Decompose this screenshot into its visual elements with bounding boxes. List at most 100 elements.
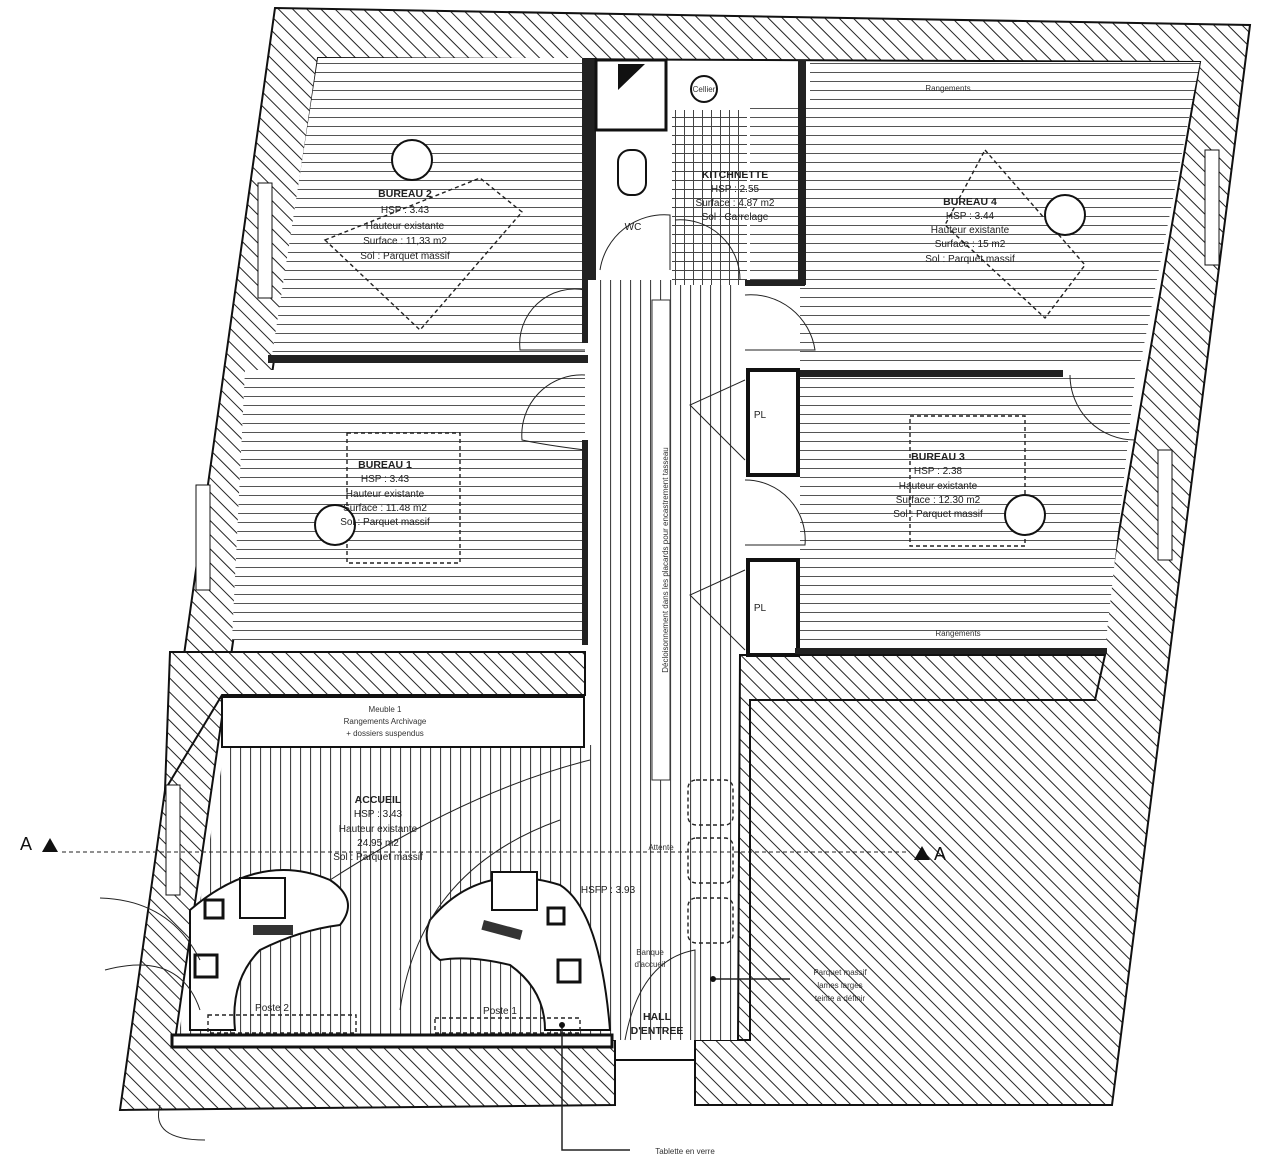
- cellier-circle: [690, 75, 718, 103]
- svg-text:HSP : 3.43: HSP : 3.43: [381, 205, 430, 216]
- svg-text:Hauteur existante: Hauteur existante: [931, 225, 1010, 236]
- meuble-archivage: [221, 696, 585, 748]
- svg-text:Surface : 15 m2: Surface : 15 m2: [935, 239, 1006, 250]
- pl2-box: [746, 558, 800, 657]
- label-rangements-bottom: Rangements: [935, 629, 980, 638]
- svg-text:HSP : 3.43: HSP : 3.43: [354, 809, 403, 820]
- label-hall: HALL D'ENTREE: [631, 1011, 684, 1037]
- label-bureau2: BUREAU 2 HSP : 3.43 Hauteur existante Su…: [360, 188, 450, 262]
- waiting-seat: [687, 897, 734, 944]
- phone: [203, 898, 225, 920]
- door-bureau2[interactable]: [519, 288, 586, 351]
- label-bureau4: BUREAU 4 HSP : 3.44 Hauteur existante Su…: [925, 196, 1015, 265]
- svg-text:Meuble 1: Meuble 1: [369, 705, 402, 714]
- svg-text:Hauteur existante: Hauteur existante: [339, 824, 418, 835]
- door-pl1[interactable]: [689, 379, 746, 461]
- door-entrance[interactable]: [624, 949, 696, 1041]
- svg-text:Surface : 4.87 m2: Surface : 4.87 m2: [696, 198, 775, 209]
- wc-wall: [588, 58, 596, 280]
- outline-arc: [399, 819, 561, 1011]
- outline-arc: [329, 759, 591, 881]
- svg-text:+ dossiers suspendus: + dossiers suspendus: [346, 729, 424, 738]
- label-attente: Attente: [648, 843, 674, 852]
- leader-dot: [559, 1022, 565, 1028]
- desk-bureau3: [909, 415, 1026, 547]
- wall-lower-right-room-top: [736, 654, 1107, 1041]
- phone: [546, 906, 566, 926]
- svg-text:Surface : 11.48 m2: Surface : 11.48 m2: [343, 503, 427, 514]
- label-accueil: ACCUEIL HSP : 3.43 Hauteur existante 24.…: [333, 794, 423, 863]
- cellier-label: Cellier: [693, 85, 716, 94]
- chair-poste2: [239, 877, 286, 919]
- label-hsfp: HSFP : 3.93: [581, 885, 636, 896]
- svg-text:Surface : 12.30 m2: Surface : 12.30 m2: [896, 495, 981, 506]
- wc-toilet: [617, 149, 647, 196]
- label-banque: Banque d'accueil: [635, 948, 666, 969]
- svg-text:Banque: Banque: [636, 948, 664, 957]
- label-rangements-top: Rangements: [925, 84, 970, 93]
- accueil-bottom-sill: [170, 1033, 614, 1049]
- door-kitchen[interactable]: [674, 219, 741, 281]
- door-bureau3[interactable]: [744, 479, 806, 546]
- label-meuble: Meuble 1 Rangements Archivage + dossiers…: [344, 705, 427, 738]
- partition-b1-corridor: [582, 440, 588, 645]
- bureau2-floor: [272, 58, 585, 355]
- svg-text:teinte a définir: teinte a définir: [815, 994, 866, 1003]
- leader-tablette: [561, 1025, 630, 1151]
- svg-text:HALL: HALL: [643, 1011, 672, 1023]
- outline-arc: [104, 964, 201, 1011]
- svg-text:Rangements Archivage: Rangements Archivage: [344, 717, 427, 726]
- desk-bureau1: [346, 432, 461, 564]
- chair-poste1: [491, 871, 538, 911]
- svg-text:lames larges: lames larges: [817, 981, 862, 990]
- svg-text:HSP : 3.44: HSP : 3.44: [946, 211, 995, 222]
- svg-text:BUREAU 4: BUREAU 4: [943, 196, 997, 208]
- window: [195, 484, 211, 591]
- label-tablette: Tablette en verre: [655, 1147, 715, 1156]
- chair: [1044, 194, 1086, 236]
- svg-text:Sol : Parquet massif: Sol : Parquet massif: [360, 251, 450, 262]
- partition-b2-corridor: [582, 58, 588, 343]
- door-bureau3-right[interactable]: [1069, 374, 1136, 441]
- label-poste2: Poste 2: [255, 1003, 289, 1014]
- section-marker-left: A: [20, 834, 32, 854]
- svg-text:Sol : Carrelage: Sol : Carrelage: [702, 212, 769, 223]
- chair: [314, 504, 356, 546]
- keyboard: [481, 919, 523, 941]
- bureau3-floor: [800, 378, 1135, 650]
- desk-bureau2: [323, 177, 524, 332]
- wall-bureau1-accueil: [164, 651, 586, 791]
- svg-text:HSP : 2.55: HSP : 2.55: [711, 184, 760, 195]
- label-corridor-note: Décloisonnement dans les placards pour e…: [661, 447, 670, 672]
- door-bureau4[interactable]: [744, 294, 816, 351]
- label-bureau3: BUREAU 3 HSP : 2.38 Hauteur existante Su…: [893, 451, 983, 520]
- bureau1-floor: [232, 370, 585, 640]
- door-pl2[interactable]: [689, 569, 746, 651]
- svg-text:HSP : 2.38: HSP : 2.38: [914, 466, 963, 477]
- chair: [391, 139, 433, 181]
- door-bureau1[interactable]: [521, 374, 586, 451]
- outline-arc: [158, 1104, 206, 1141]
- keyboard: [253, 925, 293, 935]
- door-wc[interactable]: [599, 214, 671, 271]
- label-wc: WC: [625, 222, 642, 233]
- monitor: [556, 958, 582, 984]
- bureau4-floor: [750, 62, 1200, 365]
- svg-text:D'ENTREE: D'ENTREE: [631, 1025, 684, 1037]
- svg-text:ACCUEIL: ACCUEIL: [355, 794, 402, 806]
- section-arrow-left: [42, 838, 58, 852]
- label-parquet: Parquet massif lames larges teinte a déf…: [813, 968, 867, 1003]
- window: [257, 182, 273, 299]
- svg-text:d'accueil: d'accueil: [635, 960, 666, 969]
- svg-text:Sol : Parquet massif: Sol : Parquet massif: [893, 509, 983, 520]
- label-kitchenette: KITCHNETTE HSP : 2.55 Surface : 4.87 m2 …: [696, 169, 775, 223]
- svg-text:24.95 m2: 24.95 m2: [357, 838, 399, 849]
- accueil-floor: [178, 745, 595, 1040]
- label-bureau1: BUREAU 1 HSP : 3.43 Hauteur existante Su…: [340, 459, 430, 528]
- kitchenette-floor: [672, 110, 747, 285]
- window: [1204, 149, 1220, 266]
- poste1-outline: [434, 1017, 581, 1034]
- waiting-seat: [687, 837, 734, 884]
- label-poste1: Poste 1: [483, 1006, 517, 1017]
